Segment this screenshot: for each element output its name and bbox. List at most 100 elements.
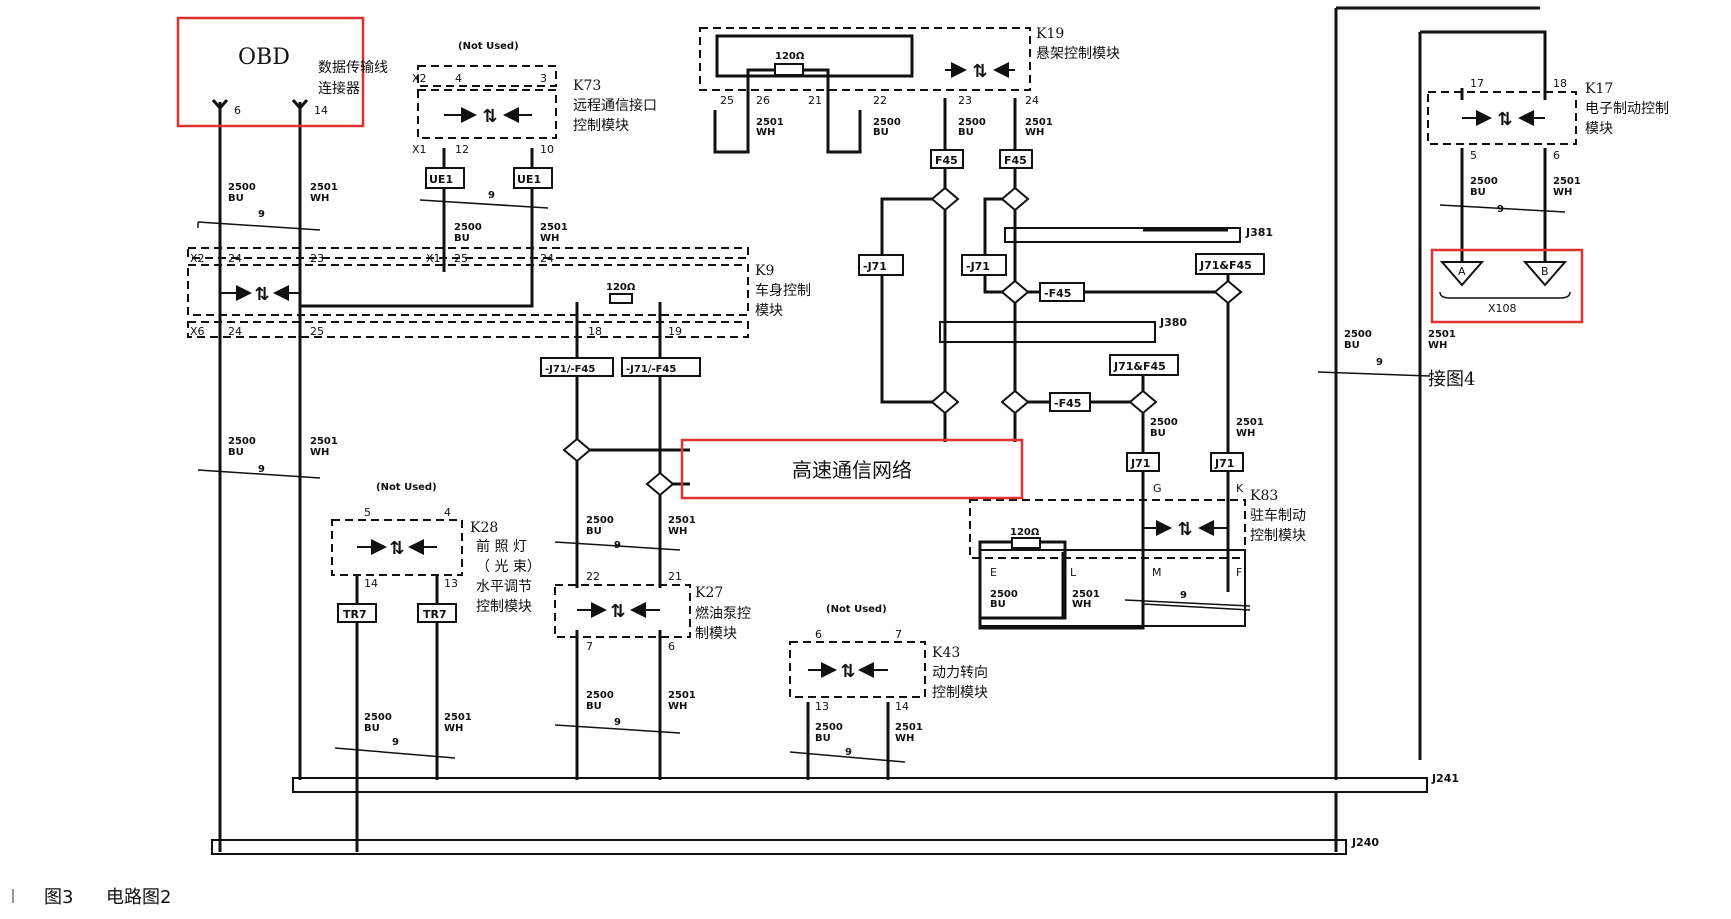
wire-label: BU: [958, 127, 974, 138]
splice-pack-j241: [292, 777, 1428, 793]
wire-label: BU: [873, 127, 889, 138]
wire-label: BU: [815, 733, 831, 744]
wire-label: WH: [756, 127, 775, 138]
wire-label: WH: [1236, 428, 1255, 439]
k83-module-box: [969, 499, 1246, 559]
k83-pin: F: [1236, 566, 1242, 579]
k83-name-line2: 控制模块: [1250, 528, 1306, 544]
k9-x1-pin: 24: [540, 252, 554, 265]
k27-pin: 7: [586, 640, 593, 653]
wire-label: WH: [444, 723, 463, 734]
twist-label: 9: [258, 209, 265, 220]
wire-label: 2501: [310, 436, 338, 447]
k19-id: K19: [1036, 26, 1064, 42]
j71-label: J71: [1130, 457, 1150, 470]
k17-module-box: [1427, 91, 1577, 145]
k9-pin-19: 19: [668, 325, 682, 338]
svg-text:⇅: ⇅: [1497, 109, 1512, 130]
twist-label: 9: [392, 737, 399, 748]
k9-x2: X2: [190, 252, 205, 265]
x108-id: X108: [1488, 302, 1517, 315]
wire-label: 2501: [756, 117, 784, 128]
twist-label: 9: [1180, 590, 1187, 601]
x108-highlight-box: [1430, 248, 1584, 324]
wire-label: BU: [1150, 428, 1166, 439]
wire-label: 2500: [586, 690, 614, 701]
wire-label: WH: [310, 447, 329, 458]
wire-label: 2501: [668, 515, 696, 526]
wire-label: WH: [668, 526, 687, 537]
k28-name-line3: 水平调节: [476, 579, 532, 595]
svg-text:⇅: ⇅: [254, 284, 269, 305]
resistor-label: 120Ω: [1010, 527, 1040, 538]
k9-name-line2: 模块: [755, 303, 783, 319]
k28-name-line2: （ 光 束）: [476, 559, 541, 575]
twist-label: 9: [614, 540, 621, 551]
j380-label: J380: [1159, 316, 1187, 329]
ue1-label-a: UE1: [429, 173, 453, 186]
k19-name: 悬架控制模块: [1036, 46, 1120, 62]
wire-label: 2500: [958, 117, 986, 128]
k73-conn-top: X2: [412, 72, 427, 85]
wire-label: 2500: [1150, 417, 1178, 428]
j240-label: J240: [1351, 836, 1379, 849]
figure-title: 电路图2: [106, 887, 171, 908]
neg-j71-label: -J71: [863, 260, 887, 273]
wire-label: 2501: [668, 690, 696, 701]
k17-name-line1: 电子制动控制: [1585, 101, 1669, 117]
svg-text:⇅: ⇅: [610, 601, 625, 622]
wire-label: BU: [586, 701, 602, 712]
wire-label: WH: [310, 193, 329, 204]
wire-label: 2500: [815, 722, 843, 733]
svg-text:⇅: ⇅: [1177, 519, 1192, 540]
obd-pin-b: 14: [314, 104, 328, 117]
k83-id: K83: [1250, 488, 1278, 504]
splice-pack-j240: [211, 839, 1347, 855]
twist-label: 9: [258, 464, 265, 475]
k9-x6: X6: [190, 325, 205, 338]
k19-pin: 26: [756, 94, 770, 107]
wire-label: 2500: [1344, 329, 1372, 340]
k83-pin: L: [1070, 566, 1077, 579]
k19-pin: 21: [808, 94, 822, 107]
network-label: 高速通信网络: [792, 458, 912, 482]
k9-id: K9: [755, 263, 774, 279]
wire-label: BU: [454, 233, 470, 244]
k73-module-box: [417, 89, 557, 139]
k9-x1-pin: 25: [454, 252, 468, 265]
j241-label: J241: [1431, 772, 1459, 785]
j71-f45-label-a: -J71/-F45: [545, 364, 595, 375]
wire-label: BU: [990, 599, 1006, 610]
twist-label: 9: [614, 717, 621, 728]
wire-label: 2500: [586, 515, 614, 526]
k73-conn-bot: X1: [412, 143, 427, 156]
wire-label: 2500: [454, 222, 482, 233]
svg-text:⇅: ⇅: [972, 61, 987, 82]
wire-label: BU: [364, 723, 380, 734]
k17-pin: 18: [1553, 77, 1567, 90]
wire-label: 2501: [1025, 117, 1053, 128]
wire-label: 2500: [1470, 176, 1498, 187]
k43-not-used: (Not Used): [826, 604, 887, 615]
k27-id: K27: [695, 585, 723, 601]
k9-x1: X1: [426, 252, 441, 265]
wire-label: 2500: [990, 589, 1018, 600]
k9-x2-pin: 23: [310, 252, 324, 265]
wire-label: 2501: [444, 712, 472, 723]
wire-label: BU: [228, 193, 244, 204]
k17-pin: 6: [1553, 149, 1560, 162]
wire-label: BU: [228, 447, 244, 458]
k83-pin: G: [1153, 482, 1162, 495]
figure-number: 图3: [44, 887, 73, 908]
twist-label: 9: [1497, 204, 1504, 215]
k9-x6-pin: 24: [228, 325, 242, 338]
wire-label: 2501: [1428, 329, 1456, 340]
k17-pin: 5: [1470, 149, 1477, 162]
obd-name-line1: 数据传输线: [318, 60, 388, 76]
wire-label: 2500: [228, 182, 256, 193]
obd-pin-a: 6: [234, 104, 241, 117]
wire-label: 2501: [1072, 589, 1100, 600]
k73-id: K73: [573, 78, 601, 94]
k73-not-used: (Not Used): [458, 41, 519, 52]
k43-name-line1: 动力转向: [932, 665, 988, 681]
